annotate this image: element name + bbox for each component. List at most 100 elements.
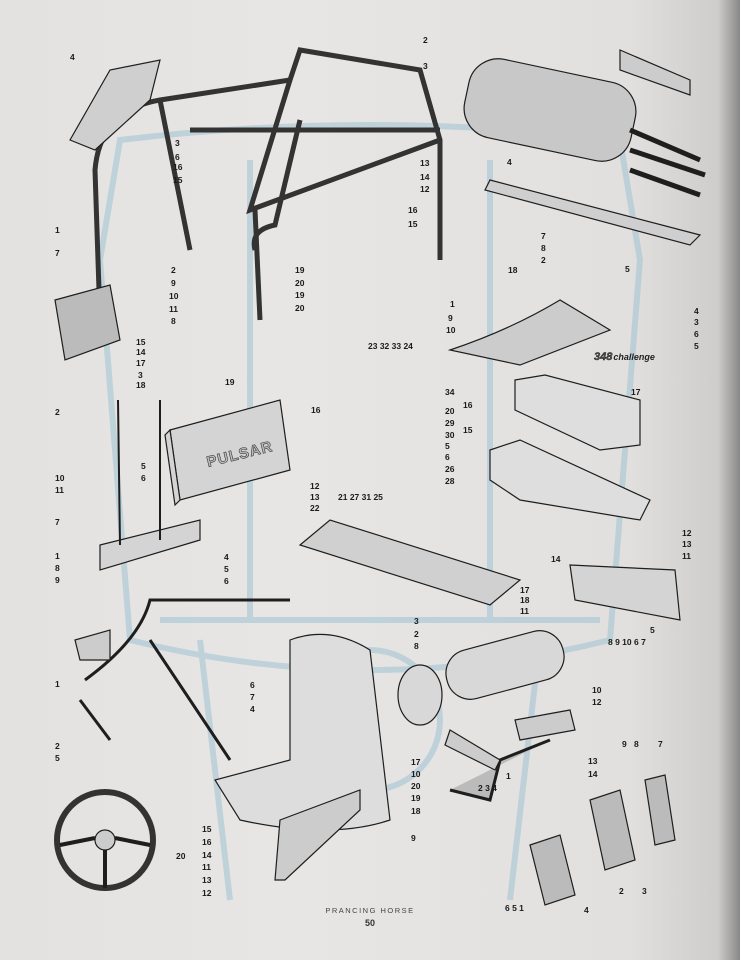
- publication-title: PRANCING HORSE: [325, 906, 415, 915]
- callout-number: 15: [136, 337, 146, 347]
- callout-number: 5: [445, 441, 450, 451]
- callout-number: 9: [448, 313, 453, 323]
- callout-number: 4: [584, 905, 589, 915]
- callout-number: 14: [136, 347, 146, 357]
- callout-number: 1: [450, 299, 455, 309]
- callout-number: 19: [295, 265, 305, 275]
- callout-number: 17: [136, 358, 146, 368]
- harness: [78, 598, 290, 761]
- intake-duct: [447, 299, 612, 366]
- callout-number: 18: [508, 265, 518, 275]
- callout-number: 5: [625, 264, 630, 274]
- callout-number: 2: [171, 265, 176, 275]
- callout-number: 7: [250, 692, 255, 702]
- callout-number: 19: [411, 793, 421, 803]
- callout-number: 16: [311, 405, 321, 415]
- air-filter: [54, 284, 121, 361]
- callout-number: 6 5 1: [505, 903, 524, 913]
- callout-number: 7: [541, 231, 546, 241]
- seat-rail: [274, 789, 361, 881]
- callout-number: 1: [506, 771, 511, 781]
- callout-number: 20: [411, 781, 421, 791]
- pedals: [449, 738, 676, 906]
- callout-number: 9: [171, 278, 176, 288]
- callout-number: 5: [694, 341, 699, 351]
- callout-number: 8: [55, 563, 60, 573]
- callout-number: 12: [592, 697, 602, 707]
- callout-number: 20: [295, 303, 305, 313]
- callout-number: 23 32 33 24: [368, 341, 413, 351]
- callout-number: 18: [520, 595, 530, 605]
- callout-number: 11: [682, 551, 691, 561]
- callout-number: 11: [169, 304, 178, 314]
- callout-number: 13: [202, 875, 212, 885]
- callout-number: 2: [541, 255, 546, 265]
- callout-number: 9: [55, 575, 60, 585]
- rear-bumper: [514, 374, 641, 451]
- callout-number: 13: [588, 756, 598, 766]
- callout-number: 9: [411, 833, 416, 843]
- callout-number: 2: [619, 886, 624, 896]
- front-bumper: [489, 439, 651, 521]
- callout-number: 8 9 10 6 7: [608, 637, 646, 647]
- callout-number: 16: [408, 205, 418, 215]
- callout-number: 1: [55, 679, 60, 689]
- callout-number: 8: [634, 739, 639, 749]
- callout-number: 15: [173, 175, 183, 185]
- callout-number: 16: [463, 400, 473, 410]
- callout-number: 21 27 31 25: [338, 492, 383, 502]
- logo-model: 348: [594, 351, 613, 363]
- callout-number: 15: [202, 824, 212, 834]
- rear-beam: [484, 179, 702, 246]
- exhaust-silencer: [463, 58, 706, 198]
- callout-number: 15: [463, 425, 473, 435]
- callout-number: 6: [224, 576, 229, 586]
- callout-number: 7: [55, 248, 60, 258]
- callout-number: 1: [55, 225, 60, 235]
- callout-number: 5: [650, 625, 655, 635]
- callout-number: 1: [55, 551, 60, 561]
- racing-seat: [214, 633, 391, 831]
- callout-number: 10: [592, 685, 602, 695]
- callout-number: 8: [541, 243, 546, 253]
- callout-number: 20: [176, 851, 186, 861]
- callout-number: 4: [507, 157, 512, 167]
- callout-number: 2: [414, 629, 419, 639]
- callout-number: 12: [420, 184, 430, 194]
- callout-number: 14: [420, 172, 430, 182]
- callout-number: 7: [55, 517, 60, 527]
- callout-number: 2: [55, 407, 60, 417]
- callout-number: 6: [250, 680, 255, 690]
- callout-number: 6: [445, 452, 450, 462]
- callout-number: 16: [173, 162, 183, 172]
- callout-number: 3: [423, 61, 428, 71]
- callout-number: 3: [138, 370, 143, 380]
- window-panel: [569, 564, 681, 621]
- callout-number: 5: [224, 564, 229, 574]
- callout-number: 3: [642, 886, 647, 896]
- page-number: 50: [364, 918, 375, 928]
- callout-number: 4: [70, 52, 75, 62]
- callout-number: 5: [141, 461, 146, 471]
- callout-number: 26: [445, 464, 455, 474]
- callout-number: 4: [224, 552, 229, 562]
- callout-number: 11: [55, 485, 64, 495]
- callout-number: 20: [295, 278, 305, 288]
- callout-number: 3: [694, 317, 699, 327]
- callout-number: 7: [658, 739, 663, 749]
- callout-number: 20: [445, 406, 455, 416]
- callout-number: 16: [202, 837, 212, 847]
- callout-number: 4: [250, 704, 255, 714]
- callout-number: 15: [408, 219, 418, 229]
- callout-number: 10: [55, 473, 65, 483]
- callout-number: 4: [694, 306, 699, 316]
- callout-number: 8: [171, 316, 176, 326]
- callout-number: 13: [682, 539, 692, 549]
- callout-number: 11: [520, 606, 529, 616]
- callout-number: 19: [295, 290, 305, 300]
- steering-wheel: [54, 789, 156, 891]
- callout-number: 11: [202, 862, 211, 872]
- callout-number: 10: [169, 291, 179, 301]
